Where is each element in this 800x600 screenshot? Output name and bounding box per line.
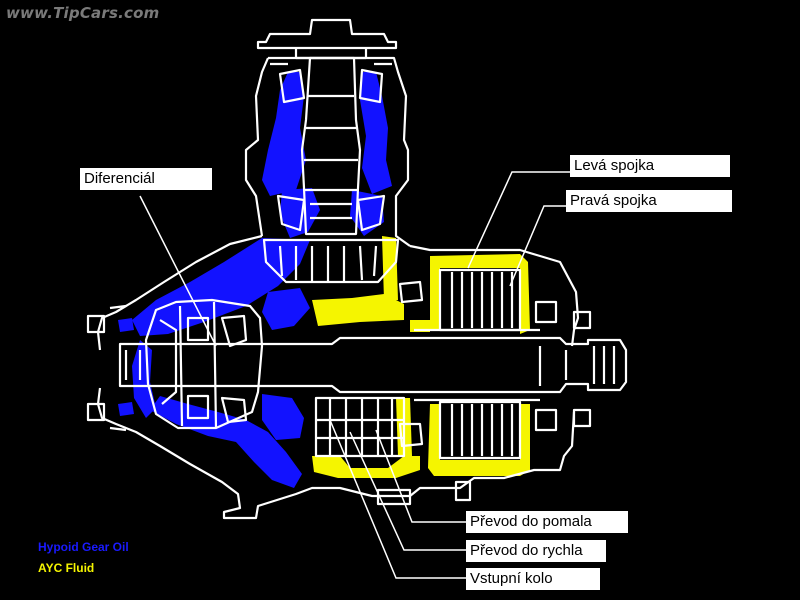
legend-hypoid-gear-oil: Hypoid Gear Oil xyxy=(38,540,129,554)
ayc-upper-channel xyxy=(312,294,404,326)
pinion-oil-lower-left xyxy=(280,188,320,238)
label-left-clutch: Levá spojka xyxy=(570,155,730,177)
leader-lines xyxy=(139,171,576,579)
ayc-clutch-lower-frame xyxy=(428,404,530,476)
label-input-gear: Vstupní kolo xyxy=(466,568,600,590)
housing-outline xyxy=(86,18,628,520)
leader-slow-gear xyxy=(375,429,466,523)
label-differential: Diferenciál xyxy=(80,168,212,190)
diff-oil-small-2 xyxy=(118,402,134,416)
leader-input-gear xyxy=(329,419,466,579)
pinion-oil-right xyxy=(360,72,392,194)
leader-differential xyxy=(139,195,217,347)
leader-fast-gear xyxy=(349,431,466,551)
watermark: www.TipCars.com xyxy=(6,4,160,22)
diff-oil-small-1 xyxy=(118,318,134,332)
pinion-oil-left xyxy=(262,72,306,196)
diff-oil-left-arc xyxy=(132,340,156,418)
label-fast-gear: Převod do rychla xyxy=(466,540,606,562)
label-slow-gear: Převod do pomala xyxy=(466,511,628,533)
legend-ayc-fluid: AYC Fluid xyxy=(38,561,95,575)
hypoid-oil-regions xyxy=(118,72,392,488)
leader-right-clutch xyxy=(509,205,566,287)
diff-oil-lower-inner xyxy=(262,394,304,440)
label-right-clutch: Pravá spojka xyxy=(566,190,732,212)
ayc-clutch-upper-frame xyxy=(430,254,530,334)
leader-left-clutch xyxy=(467,171,576,269)
diff-oil-upper-inner xyxy=(262,288,310,330)
